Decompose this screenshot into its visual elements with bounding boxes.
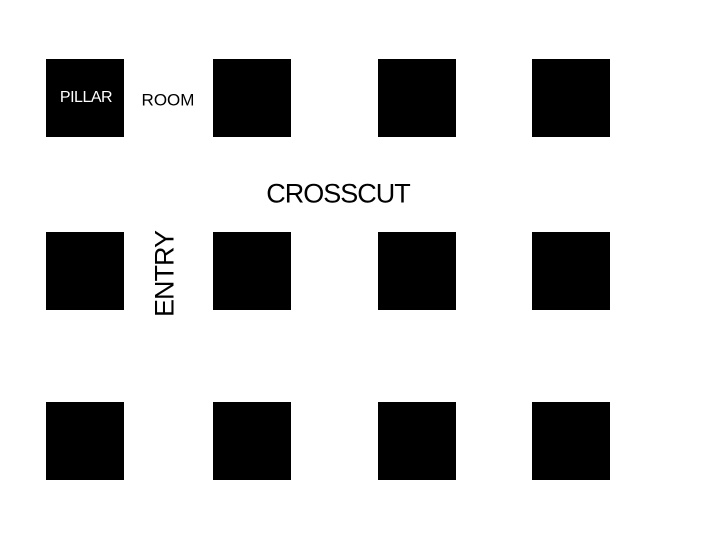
pillar-square [532, 402, 610, 480]
room-label: ROOM [141, 90, 195, 110]
pillar-square [213, 59, 291, 137]
pillar-square [46, 59, 124, 137]
pillar-square [378, 402, 456, 480]
crosscut-label: CROSSCUT [266, 178, 411, 209]
pillar-square [378, 232, 456, 310]
pillar-square [46, 402, 124, 480]
pillar-square [213, 232, 291, 310]
pillar-square [532, 232, 610, 310]
pillar-square [378, 59, 456, 137]
entry-label: ENTRY [149, 230, 180, 318]
pillar-square [213, 402, 291, 480]
pillar-square [532, 59, 610, 137]
pillar-label: PILLAR [59, 89, 113, 106]
pillar-square [46, 232, 124, 310]
